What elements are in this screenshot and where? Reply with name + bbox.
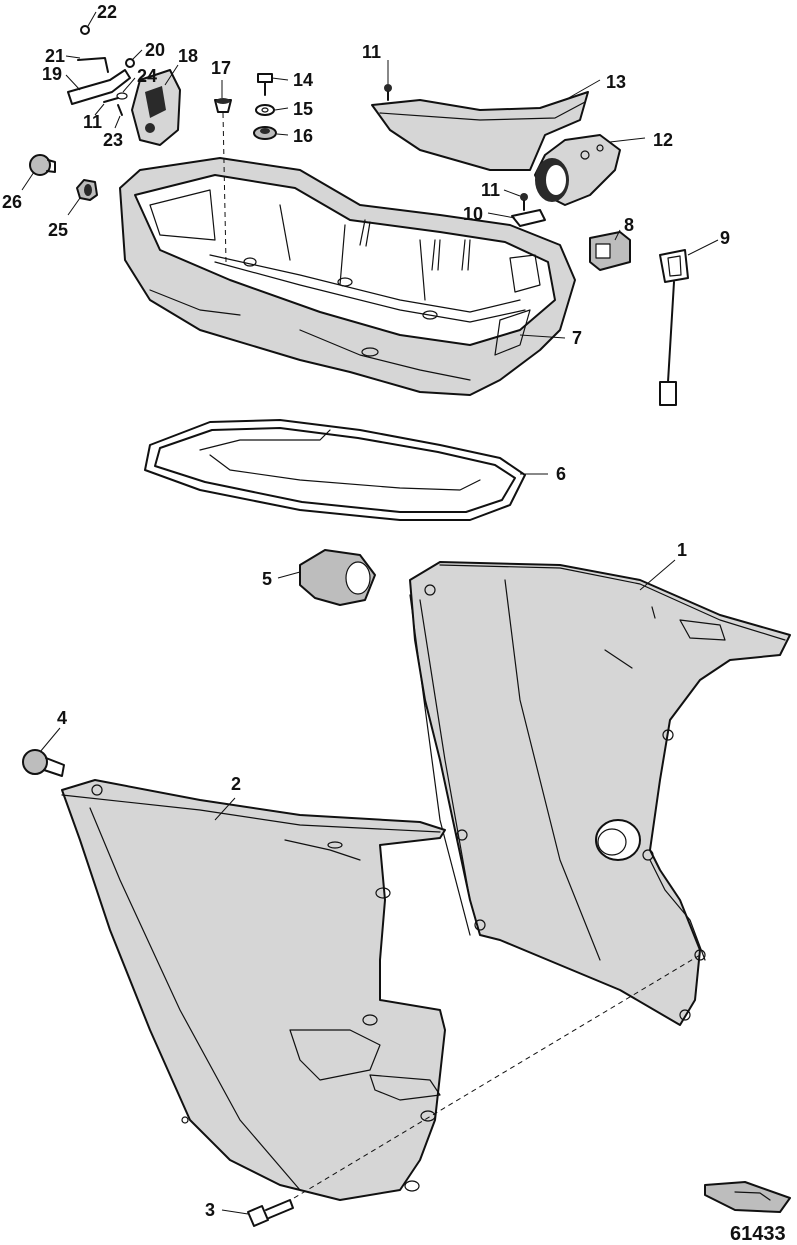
assembly-line-3 (293, 954, 701, 1199)
callout-1: 1 (677, 540, 687, 560)
callout-10: 10 (463, 204, 483, 224)
callout-2: 2 (231, 774, 241, 794)
callout-25: 25 (48, 220, 68, 240)
callout-13: 13 (606, 72, 626, 92)
callout-26: 26 (2, 192, 22, 212)
callout-14: 14 (293, 70, 313, 90)
part-air-intake-housing (534, 134, 621, 206)
part-starboard-side-cowl (409, 561, 791, 1026)
part-screw-4 (22, 749, 65, 777)
part-grommet-25 (76, 179, 98, 201)
assembly-line-17 (222, 112, 227, 263)
callout-11-left: 11 (83, 112, 102, 132)
part-latch-assembly (67, 25, 181, 146)
callout-3: 3 (205, 1200, 215, 1220)
callout-9: 9 (720, 228, 730, 248)
callout-19: 19 (42, 64, 62, 84)
callout-11-mid: 11 (481, 180, 500, 200)
leader-lines (21, 11, 719, 1215)
callout-5: 5 (262, 569, 272, 589)
part-washer-15 (255, 104, 275, 116)
part-seal-gasket (144, 419, 526, 521)
callout-12: 12 (653, 130, 673, 150)
callout-6: 6 (556, 464, 566, 484)
part-port-side-cowl (61, 779, 446, 1201)
callout-7: 7 (572, 328, 582, 348)
part-trim-piece (704, 1181, 791, 1213)
figure-id: 61433 (730, 1223, 786, 1245)
part-harness (659, 249, 689, 406)
part-grommet-16 (253, 126, 277, 140)
part-grommet-block (589, 231, 631, 271)
callout-11-top: 11 (362, 42, 381, 62)
part-intake-grommet (299, 549, 376, 606)
part-bottom-cowl-tray (119, 157, 576, 396)
callout-16: 16 (293, 126, 313, 146)
callout-8: 8 (624, 215, 634, 235)
part-screw-11-top (384, 84, 392, 101)
part-plug-17 (214, 98, 232, 113)
callout-22: 22 (97, 2, 117, 22)
callout-23: 23 (103, 130, 123, 150)
callout-18: 18 (178, 46, 198, 66)
callout-20: 20 (145, 40, 165, 60)
part-bolt-3 (247, 1199, 294, 1227)
callout-24: 24 (137, 66, 157, 86)
part-fastener-26 (29, 154, 56, 176)
part-screw-11-mid (520, 193, 528, 211)
callout-17: 17 (211, 58, 231, 78)
callout-21: 21 (45, 46, 65, 66)
callout-4: 4 (57, 708, 67, 728)
callout-15: 15 (293, 99, 313, 119)
part-screw-14 (257, 73, 273, 96)
part-clip (511, 209, 546, 227)
part-chaps-trim (371, 91, 589, 171)
